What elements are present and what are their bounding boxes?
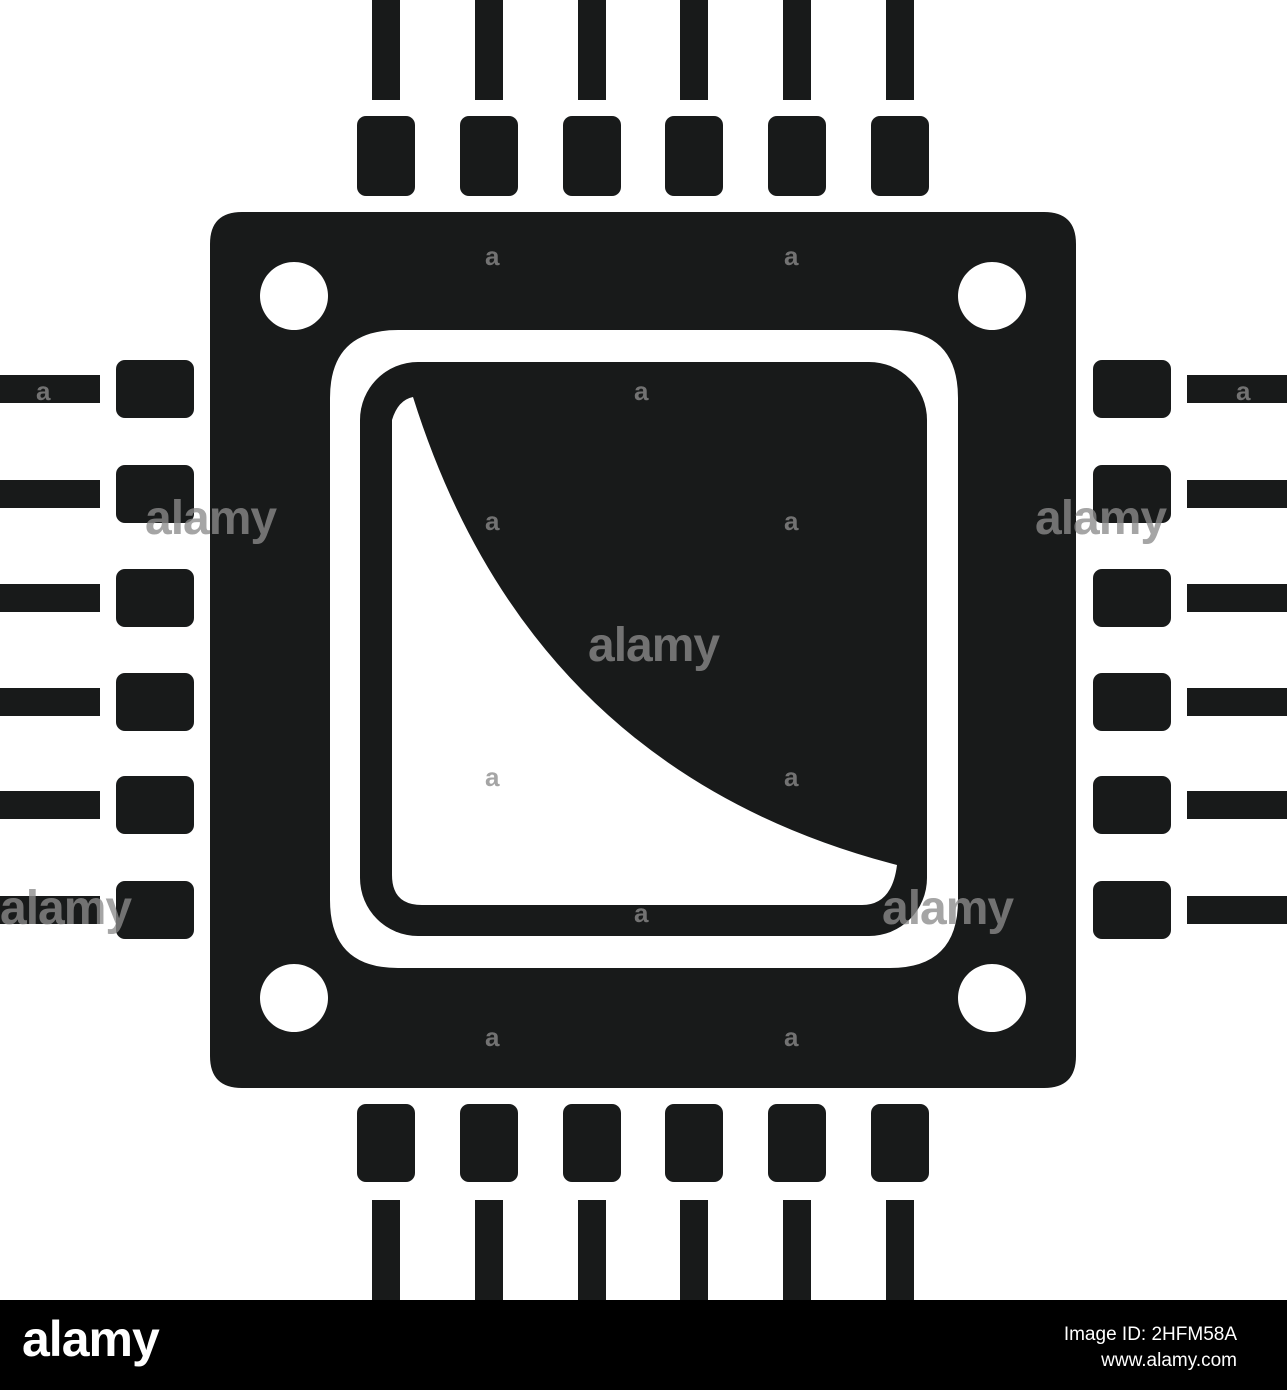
pin-lead-left bbox=[0, 584, 100, 612]
chip-body-group bbox=[210, 212, 1076, 1088]
pin-pad-left bbox=[116, 776, 194, 834]
pin-lead-right bbox=[1187, 896, 1287, 924]
pin-pad-right bbox=[1093, 465, 1171, 523]
pin-lead-right bbox=[1187, 791, 1287, 819]
pin-lead-left bbox=[0, 480, 100, 508]
footer-logo: alamy bbox=[22, 1311, 160, 1367]
pin-pad-right bbox=[1093, 569, 1171, 627]
pin-lead-right bbox=[1187, 480, 1287, 508]
pin-pad-left bbox=[116, 673, 194, 731]
pin-lead-top bbox=[475, 0, 503, 100]
pin-lead-right bbox=[1187, 584, 1287, 612]
die-highlight bbox=[392, 397, 897, 905]
pin-lead-top bbox=[372, 0, 400, 100]
chip-pins bbox=[0, 0, 1287, 1300]
cpu-illustration bbox=[0, 0, 1287, 1300]
pin-pad-left bbox=[116, 569, 194, 627]
pin-pad-right bbox=[1093, 673, 1171, 731]
pin-lead-right bbox=[1187, 375, 1287, 403]
pin-lead-right bbox=[1187, 688, 1287, 716]
pin-pad-bottom bbox=[871, 1104, 929, 1182]
pin-pad-right bbox=[1093, 776, 1171, 834]
pin-pad-left bbox=[116, 360, 194, 418]
pin-lead-top bbox=[886, 0, 914, 100]
pin-pad-bottom bbox=[357, 1104, 415, 1182]
pin-pad-top bbox=[768, 116, 826, 196]
pin-pad-top bbox=[460, 116, 518, 196]
pin-pad-top bbox=[357, 116, 415, 196]
pin-lead-left bbox=[0, 688, 100, 716]
pin-lead-bottom bbox=[680, 1200, 708, 1300]
pin-lead-bottom bbox=[475, 1200, 503, 1300]
pin-pad-top bbox=[871, 116, 929, 196]
pin-pad-left bbox=[116, 881, 194, 939]
pin-pad-top bbox=[563, 116, 621, 196]
pin-pad-left bbox=[116, 465, 194, 523]
pin-pad-bottom bbox=[563, 1104, 621, 1182]
pin-pad-bottom bbox=[460, 1104, 518, 1182]
pin-lead-top bbox=[578, 0, 606, 100]
pin-pad-top bbox=[665, 116, 723, 196]
pin-lead-bottom bbox=[886, 1200, 914, 1300]
footer-bar: alamy Image ID: 2HFM58A www.alamy.com bbox=[0, 1300, 1287, 1390]
pin-lead-left bbox=[0, 791, 100, 819]
footer-image-id: Image ID: 2HFM58A bbox=[1063, 1324, 1237, 1345]
pin-lead-bottom bbox=[783, 1200, 811, 1300]
pin-lead-bottom bbox=[578, 1200, 606, 1300]
pin-pad-bottom bbox=[768, 1104, 826, 1182]
pin-lead-top bbox=[680, 0, 708, 100]
footer-site: www.alamy.com bbox=[1101, 1349, 1237, 1371]
pin-pad-right bbox=[1093, 881, 1171, 939]
pin-lead-bottom bbox=[372, 1200, 400, 1300]
cpu-chip-icon bbox=[0, 0, 1287, 1300]
footer-image-info: Image ID: 2HFM58A www.alamy.com bbox=[1064, 1322, 1237, 1373]
pin-lead-left bbox=[0, 375, 100, 403]
pin-lead-top bbox=[783, 0, 811, 100]
pin-lead-left bbox=[0, 896, 100, 924]
pin-pad-right bbox=[1093, 360, 1171, 418]
pin-pad-bottom bbox=[665, 1104, 723, 1182]
